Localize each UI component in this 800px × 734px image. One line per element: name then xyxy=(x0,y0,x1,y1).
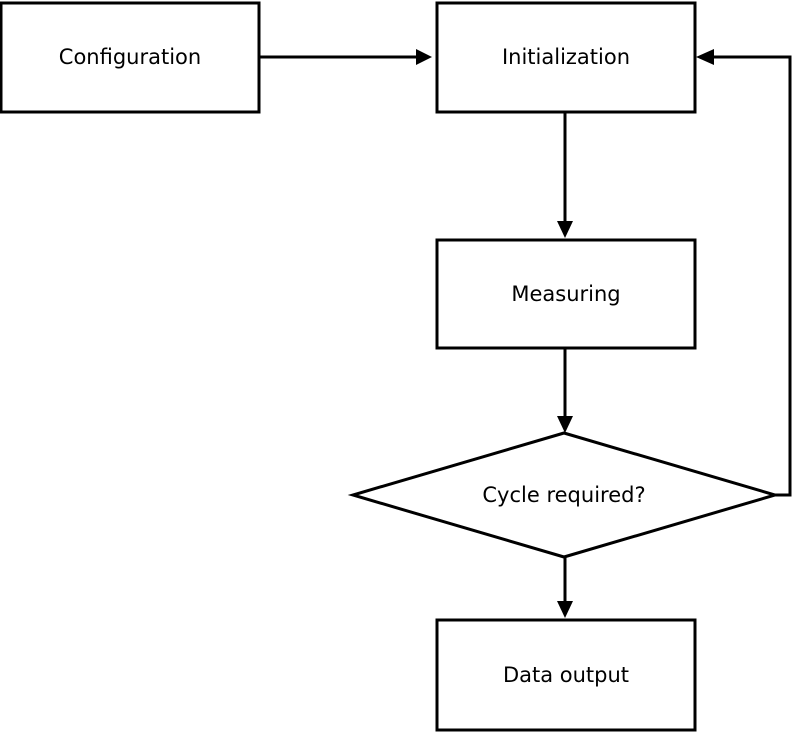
arrow-head-cycle-required-to-data-output xyxy=(557,601,573,618)
arrow-head-cycle-required-to-initialization-loop xyxy=(696,49,714,65)
arrow-head-initialization-to-measuring xyxy=(557,221,573,238)
edge-initialization-to-measuring xyxy=(557,112,573,238)
node-measuring[interactable]: Measuring xyxy=(435,238,697,350)
node-configuration-label: Configuration xyxy=(59,45,201,69)
edge-cycle-required-to-data-output xyxy=(557,557,573,618)
node-data-output-label: Data output xyxy=(503,663,629,687)
edge-measuring-to-cycle-required xyxy=(557,348,573,433)
node-initialization-shape[interactable] xyxy=(435,1,697,114)
edge-line-cycle-required-to-initialization-loop xyxy=(704,55,792,497)
node-configuration[interactable]: Configuration xyxy=(0,1,261,114)
node-measuring-shape[interactable] xyxy=(435,238,697,350)
node-data-output[interactable]: Data output xyxy=(435,618,697,732)
node-cycle-required-label: Cycle required? xyxy=(482,483,645,507)
node-data-output-shape[interactable] xyxy=(435,618,697,732)
arrow-head-measuring-to-cycle-required xyxy=(557,416,573,433)
node-cycle-required-shape[interactable] xyxy=(347,431,781,559)
edge-configuration-to-initialization xyxy=(259,49,432,65)
node-cycle-required[interactable]: Cycle required? xyxy=(347,431,781,559)
edge-layer xyxy=(259,49,792,618)
node-layer: Configuration Initialization Measuring C… xyxy=(0,1,781,732)
node-initialization-label: Initialization xyxy=(502,45,630,69)
node-configuration-shape[interactable] xyxy=(0,1,261,114)
arrow-head-configuration-to-initialization xyxy=(416,49,432,65)
edge-cycle-required-to-initialization-loop xyxy=(696,49,792,497)
node-initialization[interactable]: Initialization xyxy=(435,1,697,114)
node-measuring-label: Measuring xyxy=(511,282,620,306)
